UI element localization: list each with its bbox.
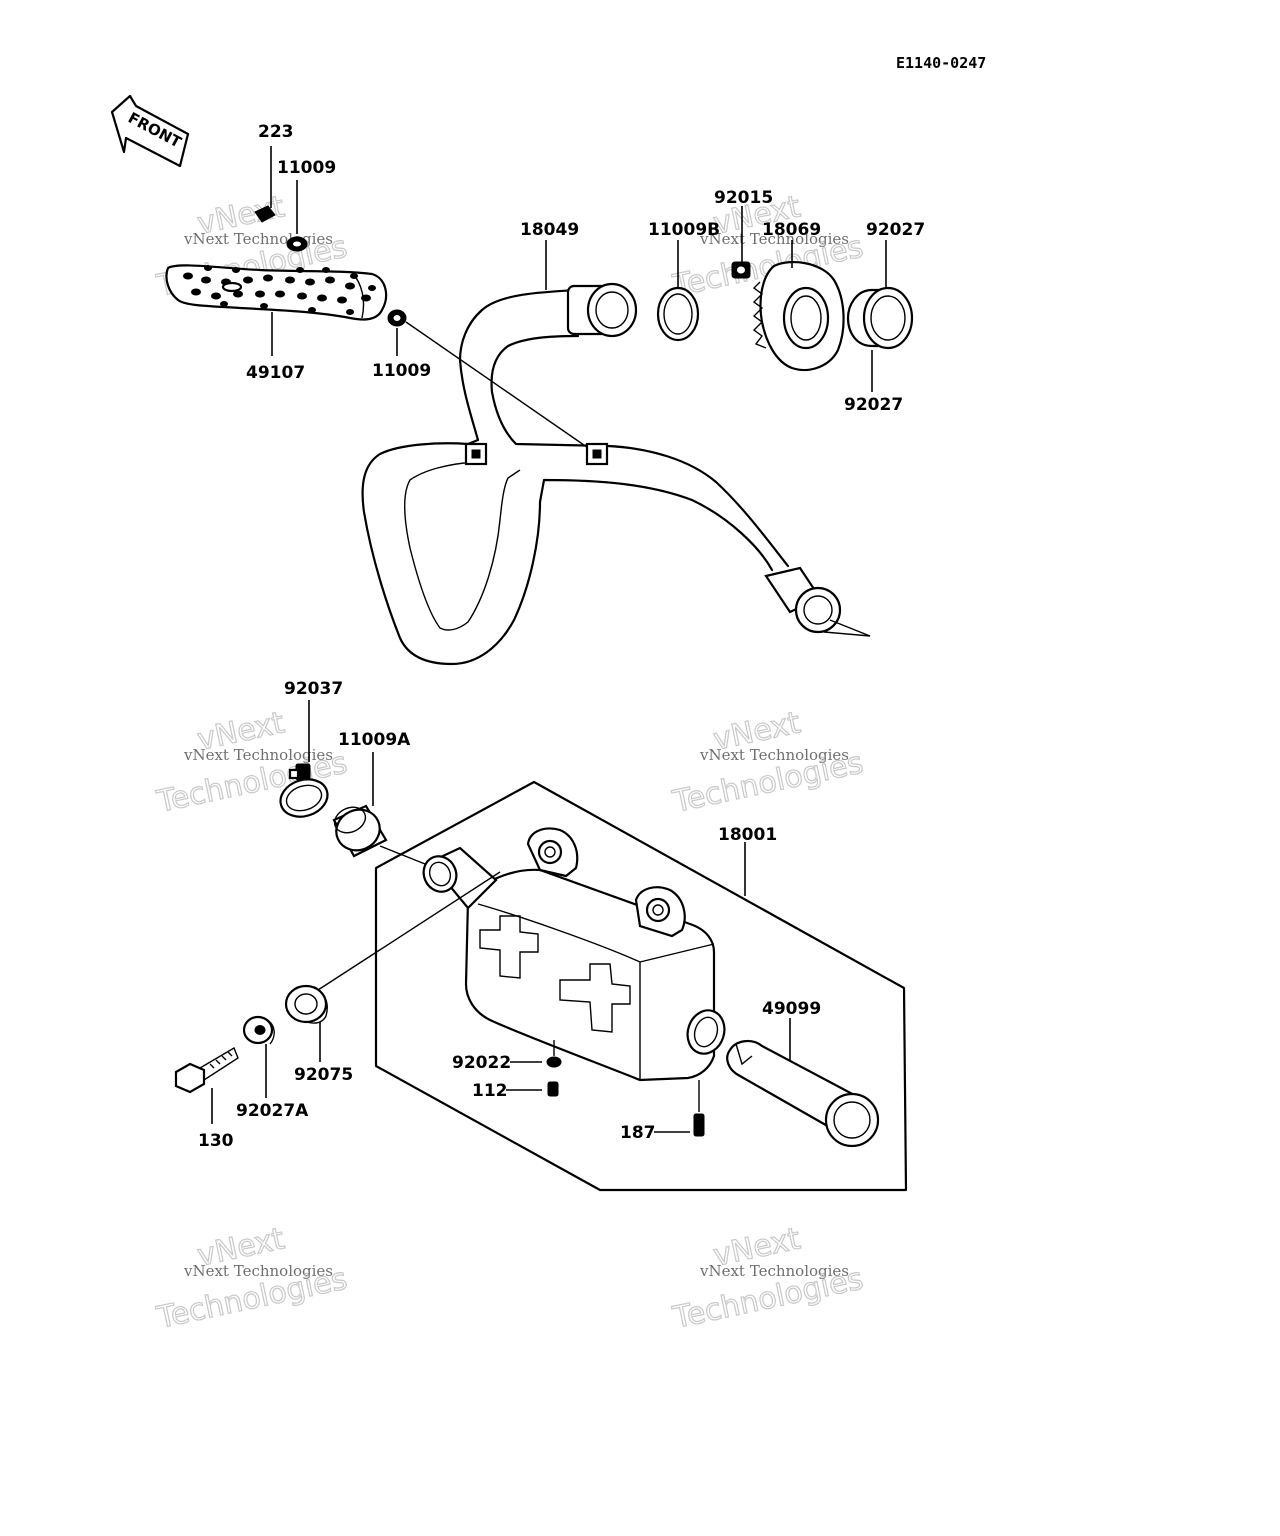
washer-92022 bbox=[510, 1040, 562, 1068]
part-label-18069: 18069 bbox=[762, 220, 821, 240]
svg-text:vNext Technologies: vNext Technologies bbox=[699, 1262, 849, 1280]
watermark-5: vNext vNext Technologies Technologies bbox=[153, 1221, 351, 1337]
screw-223 bbox=[254, 146, 276, 223]
gasket-11009b bbox=[656, 240, 700, 342]
part-label-92075: 92075 bbox=[294, 1065, 353, 1085]
collar-92027 bbox=[846, 240, 914, 392]
part-label-11009-top: 11009 bbox=[277, 158, 336, 178]
washer-11009-mid bbox=[387, 309, 595, 453]
exhaust-pipe-18049 bbox=[361, 240, 871, 666]
screw-112 bbox=[506, 1081, 559, 1097]
svg-text:vNext Technologies: vNext Technologies bbox=[699, 230, 849, 248]
part-label-92027-bottom: 92027 bbox=[844, 395, 903, 415]
svg-text:vNext Technologies: vNext Technologies bbox=[183, 746, 333, 764]
diagram-code: E1140-0247 bbox=[896, 54, 986, 72]
part-label-11009-mid: 11009 bbox=[372, 361, 431, 381]
part-label-92027a: 92027A bbox=[236, 1101, 309, 1121]
part-label-11009b: 11009B bbox=[648, 220, 720, 240]
muffler-assembly-18001 bbox=[317, 780, 908, 1192]
part-label-18049: 18049 bbox=[520, 220, 579, 240]
part-label-92027-top: 92027 bbox=[866, 220, 925, 240]
heat-shield-49107 bbox=[165, 264, 388, 356]
svg-text:vNext Technologies: vNext Technologies bbox=[699, 746, 849, 764]
clamp-92037 bbox=[279, 700, 329, 818]
part-label-112: 112 bbox=[472, 1081, 508, 1101]
part-label-187: 187 bbox=[620, 1123, 656, 1143]
svg-text:vNext Technologies: vNext Technologies bbox=[183, 1262, 333, 1280]
part-label-11009a: 11009A bbox=[338, 730, 411, 750]
flange-18069 bbox=[752, 240, 845, 372]
collar-92027a bbox=[242, 1015, 275, 1098]
watermark-4: vNext vNext Technologies Technologies bbox=[669, 705, 867, 821]
part-label-49099: 49099 bbox=[762, 999, 821, 1019]
part-label-49107: 49107 bbox=[246, 363, 305, 383]
grommet-92075 bbox=[284, 984, 328, 1062]
screw-187 bbox=[654, 1080, 705, 1137]
spark-arrester-49099 bbox=[726, 1018, 880, 1148]
part-label-92037: 92037 bbox=[284, 679, 343, 699]
sleeve-11009a bbox=[332, 752, 431, 867]
watermark-6: vNext vNext Technologies Technologies bbox=[669, 1221, 867, 1337]
part-label-18001: 18001 bbox=[718, 825, 777, 845]
part-label-130: 130 bbox=[198, 1131, 234, 1151]
part-label-92022: 92022 bbox=[452, 1053, 511, 1073]
part-label-92015: 92015 bbox=[714, 188, 773, 208]
nut-92015 bbox=[731, 206, 751, 279]
washer-11009-top bbox=[286, 180, 308, 252]
part-label-223: 223 bbox=[258, 122, 294, 142]
bolt-130 bbox=[174, 1046, 239, 1124]
front-arrow-icon: FRONT bbox=[110, 94, 190, 168]
